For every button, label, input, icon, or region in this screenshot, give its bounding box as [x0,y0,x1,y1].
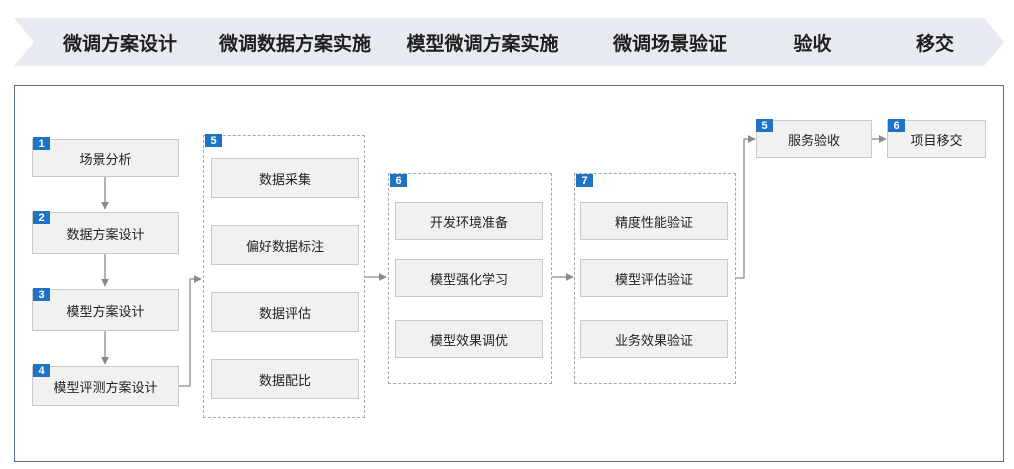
phase-chevron-2[interactable] [188,18,393,66]
data-collection-box[interactable]: 数据采集 [211,158,359,198]
item-label: 数据配比 [258,372,311,388]
group-badge: 6 [390,174,407,187]
rl-training-box[interactable]: 模型强化学习 [395,259,543,297]
preference-annotation-box[interactable]: 偏好数据标注 [211,225,359,265]
model-implementation-group [388,173,552,384]
data-implementation-group [203,135,365,418]
item-label: 偏好数据标注 [245,238,324,254]
phase-chevron-bar [14,18,1004,66]
step-badge: 3 [33,288,50,301]
phase-label-6: 移交 [915,33,954,55]
handover-badge: 6 [888,119,905,132]
scenario-validation-group [574,173,736,384]
step-label: 场景分析 [79,151,132,167]
phase-chevron-1[interactable] [14,18,210,66]
arrow-step4-data-group [179,275,202,387]
service-acceptance-box[interactable]: 服务验收 [756,120,872,158]
process-frame [14,85,1004,462]
arrow-validation-acceptance [736,135,756,279]
accuracy-perf-box[interactable]: 精度性能验证 [580,202,728,240]
step-badge: 1 [33,137,50,150]
step-label: 数据方案设计 [66,226,145,242]
group-badge: 7 [576,174,593,187]
step-scene-analysis[interactable]: 场景分析 [32,139,179,177]
item-label: 模型评估验证 [614,271,693,287]
phase-label-1: 微调方案设计 [62,33,177,55]
item-label: 数据评估 [258,305,311,321]
item-label: 模型效果调优 [429,332,508,348]
phase-chevron-5[interactable] [741,18,882,66]
data-mixing-box[interactable]: 数据配比 [211,359,359,399]
item-label: 业务效果验证 [614,332,693,348]
model-eval-box[interactable]: 模型评估验证 [580,259,728,297]
handover-label: 项目移交 [910,132,963,148]
phase-label-4: 微调场景验证 [612,33,727,55]
data-evaluation-box[interactable]: 数据评估 [211,292,359,332]
business-effect-box[interactable]: 业务效果验证 [580,320,728,358]
phase-chevron-6[interactable] [859,18,1004,66]
acceptance-badge: 5 [756,119,773,132]
item-label: 模型强化学习 [429,271,508,287]
group-badge: 5 [205,134,222,147]
phase-label-2: 微调数据方案实施 [218,33,371,55]
model-tuning-box[interactable]: 模型效果调优 [395,320,543,358]
step-data-plan-design[interactable]: 数据方案设计 [32,212,179,254]
step-label: 模型方案设计 [66,303,145,319]
item-label: 精度性能验证 [614,214,693,230]
phase-chevron-4[interactable] [563,18,767,66]
step-model-plan-design[interactable]: 模型方案设计 [32,289,179,331]
step-eval-plan-design[interactable]: 模型评测方案设计 [32,366,179,406]
item-label: 开发环境准备 [429,214,508,230]
env-setup-box[interactable]: 开发环境准备 [395,202,543,240]
step-label: 模型评测方案设计 [53,379,158,395]
acceptance-label: 服务验收 [787,132,840,148]
step-badge: 2 [33,211,50,224]
phase-label-5: 验收 [793,33,832,55]
phase-label-3: 模型微调方案实施 [406,33,559,55]
item-label: 数据采集 [258,171,311,187]
phase-chevron-3[interactable] [363,18,590,66]
step-badge: 4 [33,364,50,377]
